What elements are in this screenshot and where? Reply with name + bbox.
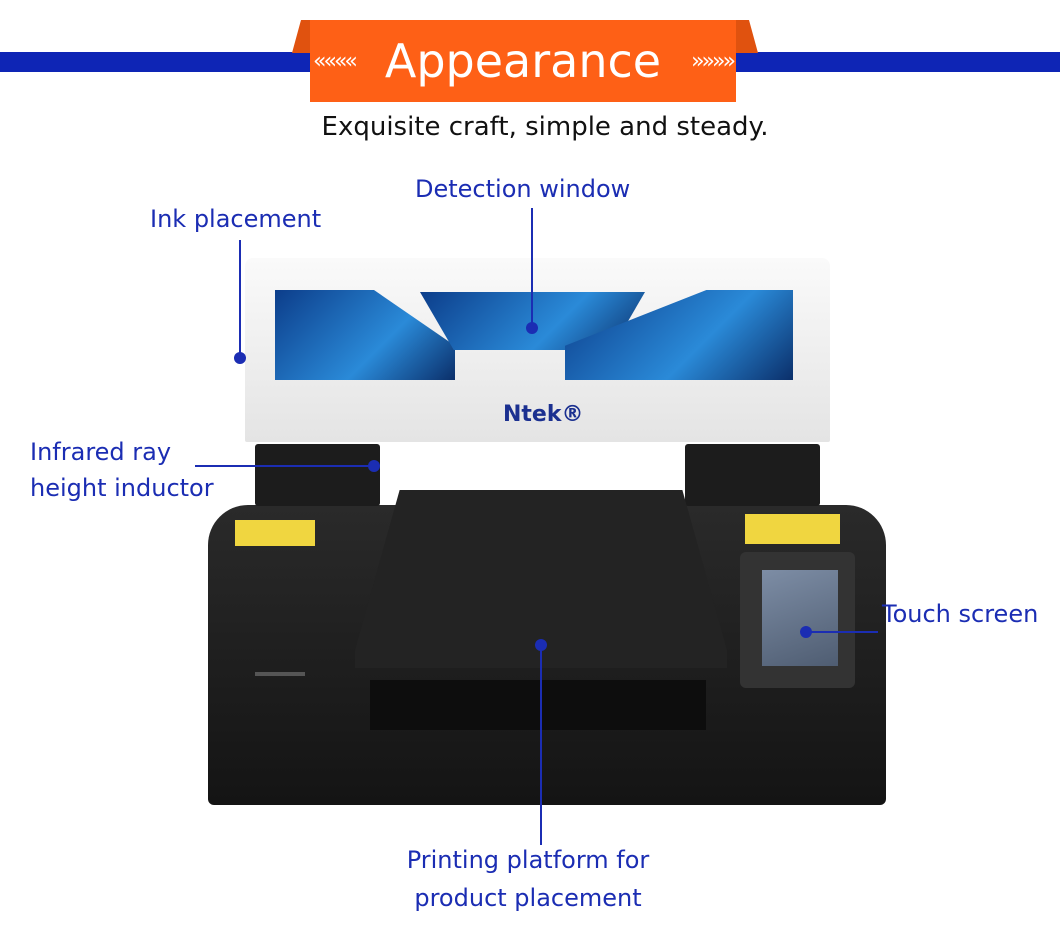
leader-line <box>531 208 533 328</box>
subtitle: Exquisite craft, simple and steady. <box>321 112 769 142</box>
callout-dot <box>800 626 812 638</box>
label-detection-window: Detection window <box>415 175 631 203</box>
card-slot <box>255 672 305 676</box>
callout-dot <box>368 460 380 472</box>
label-platform-line1: Printing platform for <box>406 846 650 874</box>
leader-line <box>806 631 878 633</box>
left-carriage <box>255 444 380 506</box>
right-carriage <box>685 444 820 506</box>
chevrons-right-icon: »»»» <box>691 48 736 74</box>
leader-line <box>195 465 373 467</box>
page-title: Appearance <box>384 34 662 88</box>
brand-logo: Ntek® <box>503 402 584 427</box>
warning-label-right <box>745 514 840 544</box>
leader-line <box>540 645 542 845</box>
leader-line <box>239 240 241 358</box>
touch-screen-display <box>762 570 838 666</box>
label-infrared-line1: Infrared ray <box>30 438 172 466</box>
warning-label-left <box>235 520 315 546</box>
title-banner: «««« Appearance »»»» <box>310 20 736 102</box>
platform-drawer <box>370 680 706 730</box>
callout-dot <box>526 322 538 334</box>
label-infrared-line2: height inductor <box>30 474 214 502</box>
label-ink-placement: Ink placement <box>150 205 322 233</box>
chevrons-left-icon: «««« <box>313 48 358 74</box>
label-touch-screen: Touch screen <box>882 600 1039 628</box>
label-platform-line2: product placement <box>414 884 642 912</box>
callout-dot <box>234 352 246 364</box>
printing-platform <box>355 490 727 668</box>
